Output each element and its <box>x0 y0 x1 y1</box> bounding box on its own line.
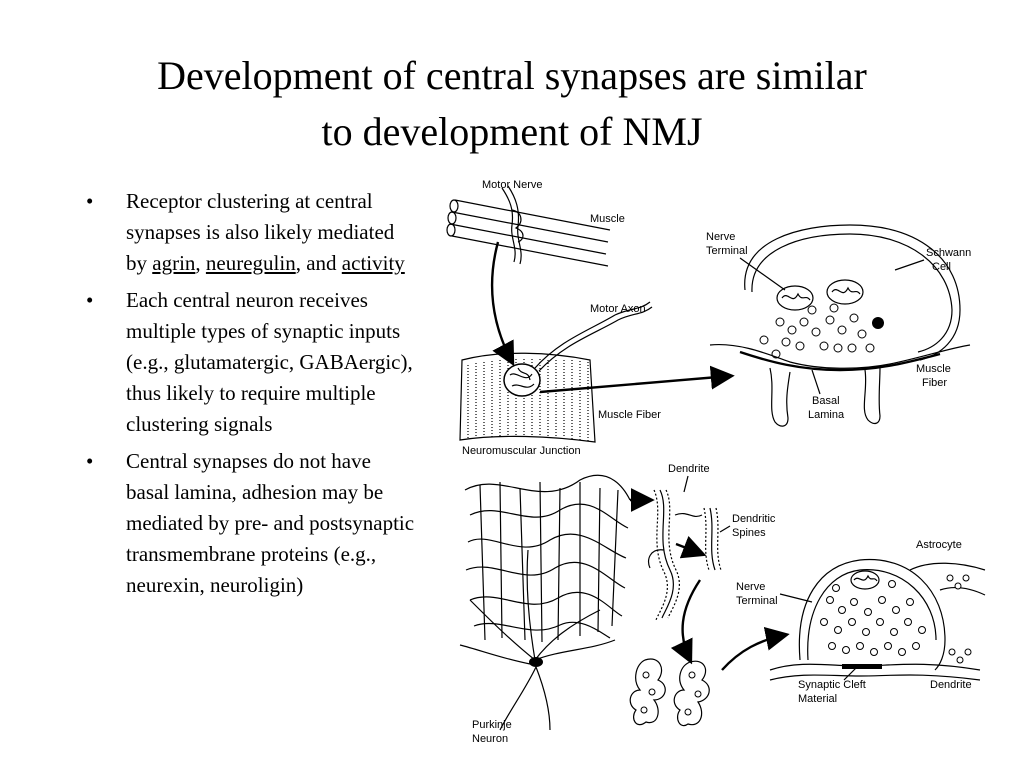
dendrite-illustration <box>647 489 722 621</box>
nmj-detail-illustration <box>709 224 971 427</box>
purkinje-neuron-label-1: Purkinje <box>472 719 512 731</box>
bullet-item: • Central synapses do not have basal lam… <box>86 446 416 601</box>
basal-lamina-label-2: Lamina <box>808 409 845 421</box>
muscle-fiber-right-label-1: Muscle <box>916 363 951 375</box>
bullet-item: • Receptor clustering at central synapse… <box>86 186 416 279</box>
bullet-text: Each central neuron receives multiple ty… <box>126 288 413 436</box>
muscle-fiber-right-label-2: Fiber <box>922 377 947 389</box>
slide-title-line-1: Development of central synapses are simi… <box>157 53 867 98</box>
muscle-fiber-nmj-illustration <box>459 301 653 443</box>
astrocyte-label: Astrocyte <box>916 539 962 551</box>
central-synapse-illustration <box>769 558 986 681</box>
bullet-marker: • <box>86 288 94 312</box>
dendrite-bottom-label: Dendrite <box>930 679 972 691</box>
nerve-terminal-label-2: Terminal <box>706 245 748 257</box>
arrow-to-spine-cluster <box>670 579 701 665</box>
bullet-marker: • <box>86 449 94 473</box>
schwann-cell-label-1: Schwann <box>926 247 971 259</box>
nerve-terminal-2-label-2: Terminal <box>736 595 778 607</box>
motor-nerve-label: Motor Nerve <box>482 179 543 191</box>
muscle-fiber-left-label: Muscle Fiber <box>598 409 661 421</box>
basal-lamina-label-1: Basal <box>812 395 840 407</box>
bullet-item: • Each central neuron receives multiple … <box>86 285 416 440</box>
bullet-text: Central synapses do not have basal lamin… <box>126 449 415 597</box>
synaptic-cleft-label-2: Material <box>798 693 837 705</box>
purkinje-neuron-illustration <box>459 474 631 731</box>
motor-axon-label: Motor Axon <box>590 303 646 315</box>
slide-title-line-2: to development of NMJ <box>321 109 703 154</box>
arrow-to-spines <box>675 535 707 559</box>
arrow-to-nmj <box>490 241 515 367</box>
bullet-marker: • <box>86 189 94 213</box>
arrow-to-central-synapse <box>721 627 790 671</box>
bullet-text-sep: , <box>195 251 206 275</box>
dendritic-spines-label-2: Spines <box>732 527 766 539</box>
nerve-terminal-label-1: Nerve <box>706 231 735 243</box>
dendrite-top-label: Dendrite <box>668 463 710 475</box>
dendritic-spines-label-1: Dendritic <box>732 513 776 525</box>
activity-link[interactable]: activity <box>341 251 405 275</box>
slide-title: Development of central synapses are simi… <box>40 48 984 160</box>
purkinje-neuron-label-2: Neuron <box>472 733 508 745</box>
bullet-text-sep: , and <box>295 251 342 275</box>
synaptic-cleft-label-1: Synaptic Cleft <box>798 679 866 691</box>
nmj-label: Neuromuscular Junction <box>462 445 581 457</box>
schwann-cell-label-2: Cell <box>932 261 951 273</box>
agrin-link[interactable]: agrin <box>152 251 196 275</box>
arrow-to-nmj-detail <box>539 365 735 394</box>
bullet-text: Receptor clustering at central synapses … <box>126 189 395 275</box>
synapse-development-figure: Motor Nerve Muscle Motor Axon Muscle Fib… <box>446 179 986 745</box>
muscle-fibers-illustration <box>446 185 611 267</box>
muscle-label: Muscle <box>590 213 625 225</box>
bullet-list: • Receptor clustering at central synapse… <box>86 186 416 607</box>
neuregulin-link[interactable]: neuregulin <box>205 251 296 275</box>
spine-cluster-illustration <box>629 658 710 727</box>
nerve-terminal-2-label-1: Nerve <box>736 581 765 593</box>
